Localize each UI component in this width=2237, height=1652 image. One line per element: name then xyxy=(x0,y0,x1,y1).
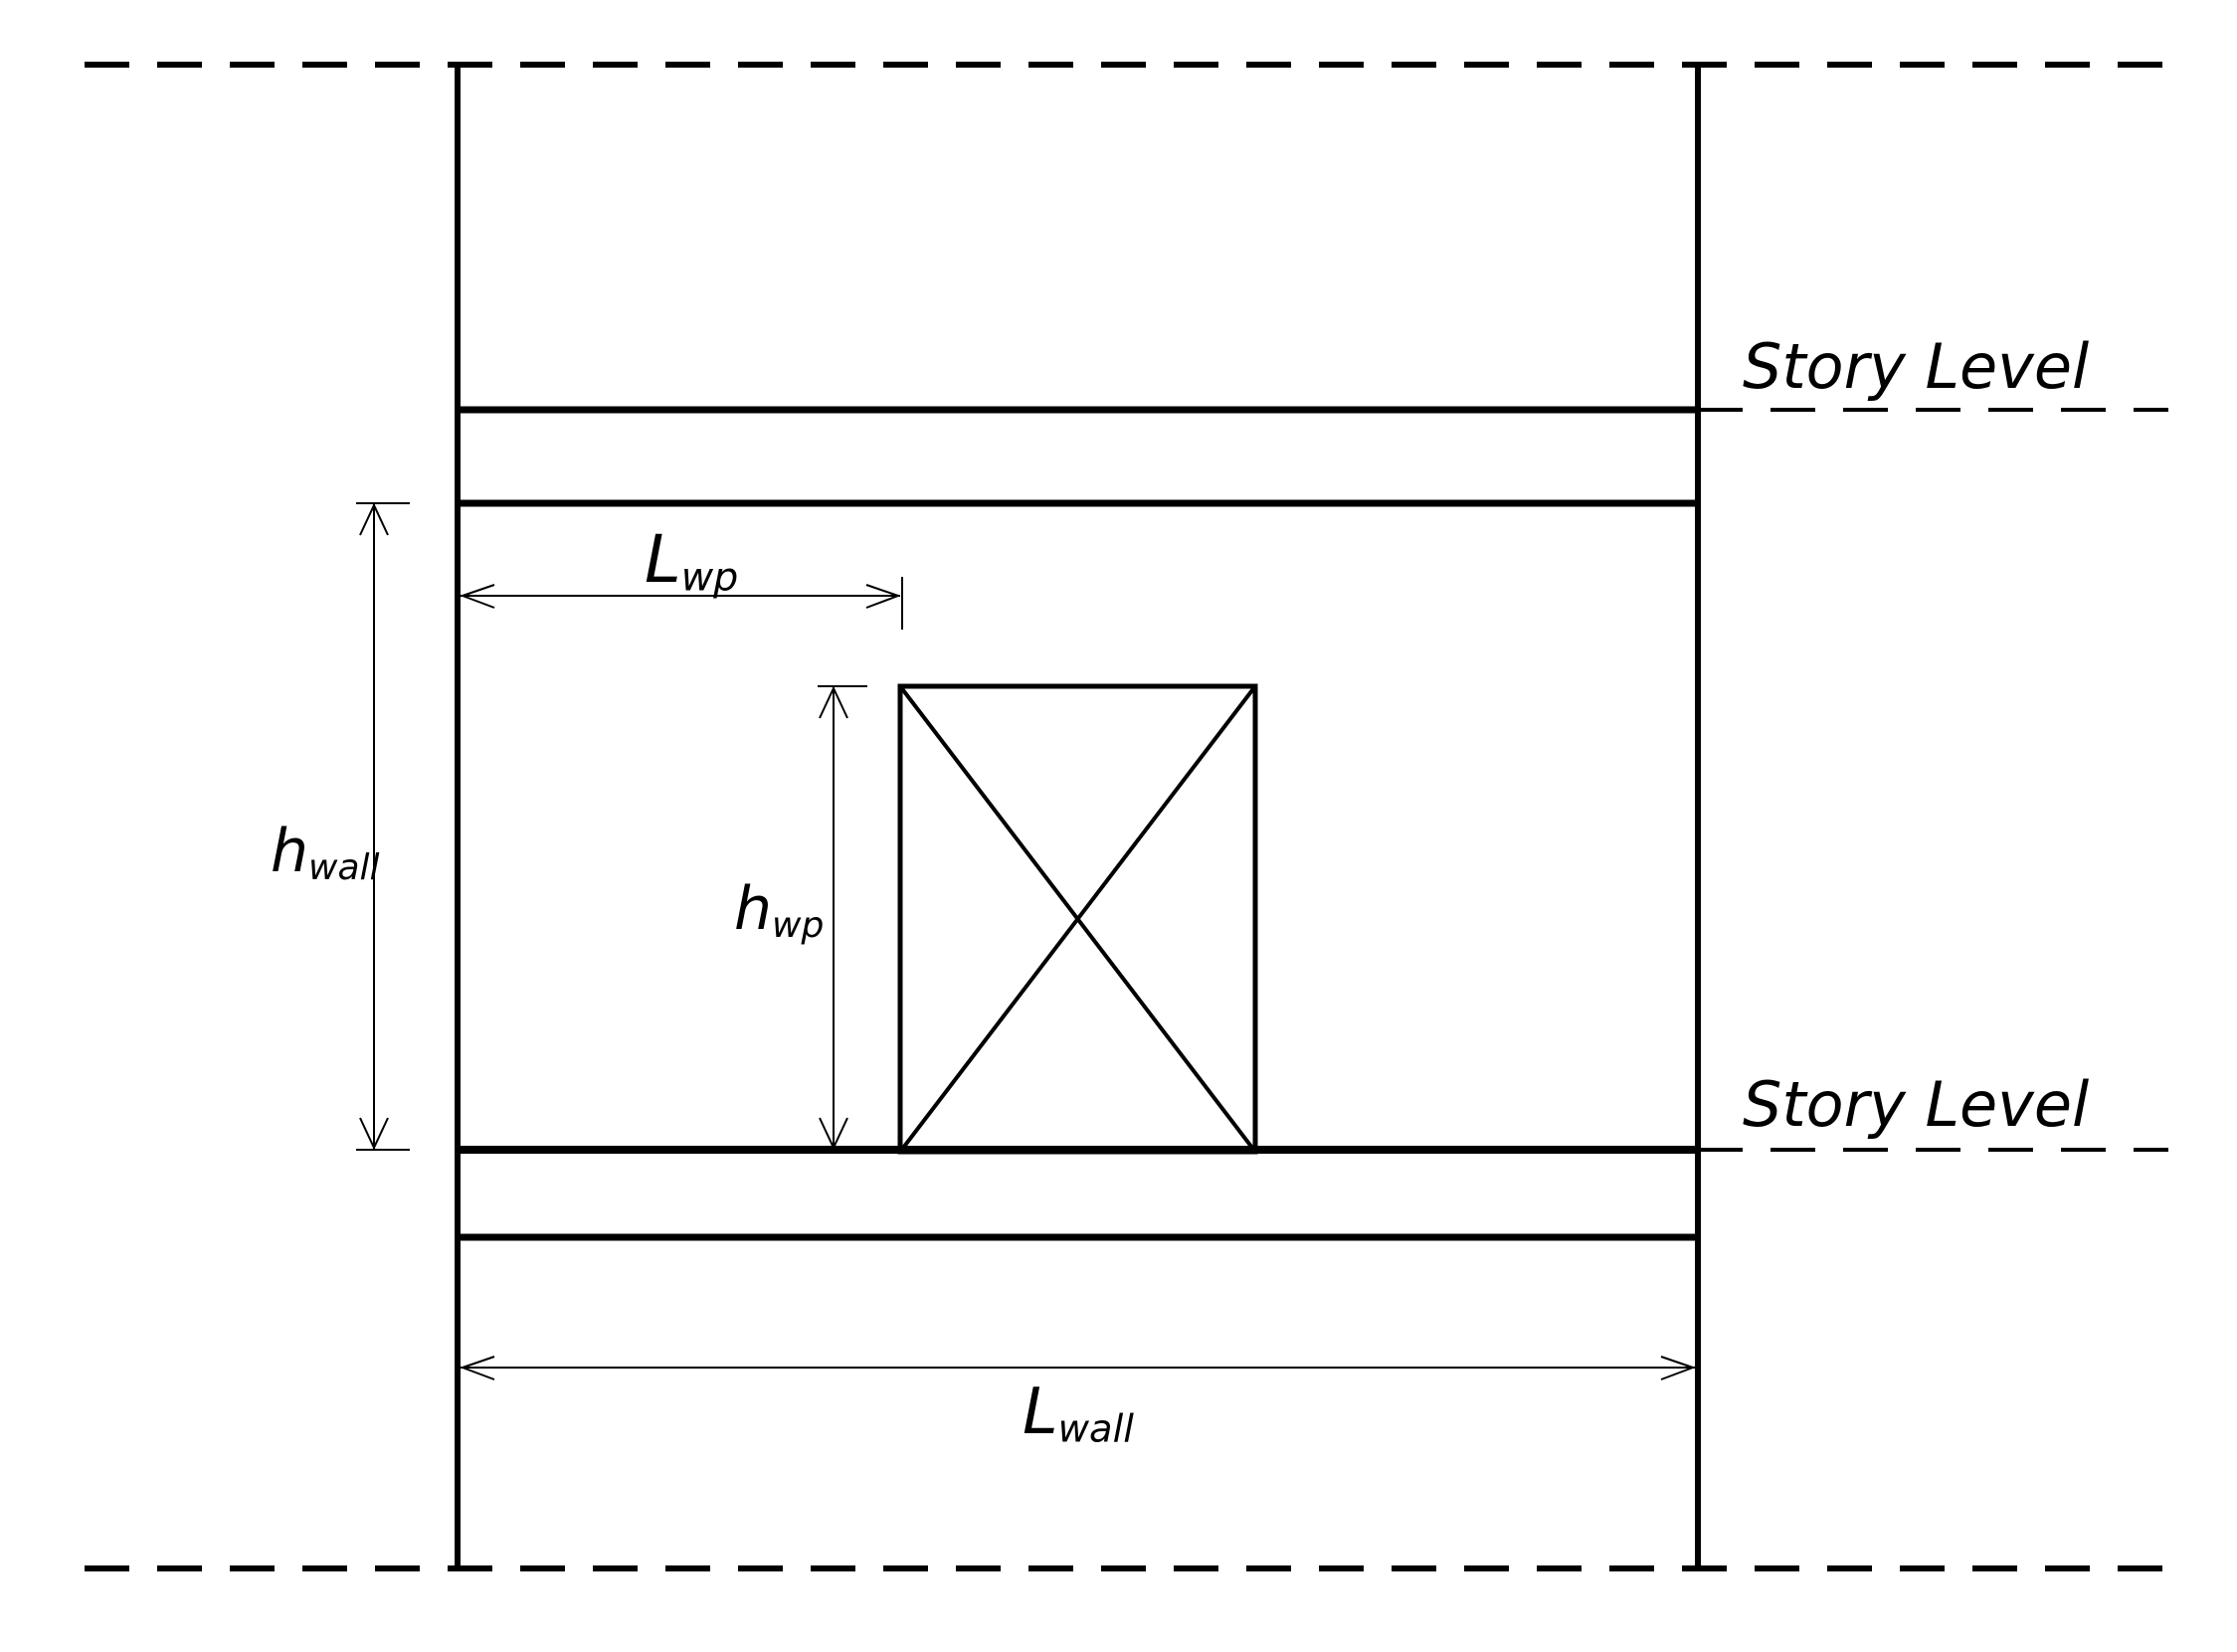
l-wall-label-sub: wall xyxy=(1057,1406,1134,1452)
h-wall-label: hwall xyxy=(271,822,380,886)
h-wall-arrowhead-down xyxy=(359,1117,389,1149)
l-wp-label-main: L xyxy=(645,521,681,598)
l-wp-arrowhead-left xyxy=(462,584,495,609)
l-wall-dimension xyxy=(461,1356,1695,1380)
l-wall-arrowhead-left xyxy=(462,1356,495,1380)
h-wp-label: hwp xyxy=(734,879,824,944)
l-wp-arrowhead-right xyxy=(865,584,899,609)
h-wall-label-sub: wall xyxy=(308,846,380,888)
h-wp-label-sub: wp xyxy=(772,904,825,946)
wall-panel-box xyxy=(897,683,1258,1155)
l-wp-label: Lwp xyxy=(645,527,738,598)
wall-panel-diagonal-up xyxy=(898,684,1257,1154)
l-wp-dimension xyxy=(461,577,903,630)
l-wall-label: Lwall xyxy=(1023,1380,1134,1449)
h-wp-arrowhead-down xyxy=(819,1117,848,1149)
h-wall-label-main: h xyxy=(271,817,309,886)
h-wp-label-main: h xyxy=(734,874,773,944)
h-wall-arrowhead-up xyxy=(359,504,389,536)
h-wall-dimension xyxy=(356,502,410,1151)
l-wp-label-sub: wp xyxy=(680,554,739,601)
l-wall-arrowhead-right xyxy=(1660,1356,1694,1380)
story-level-label-top: Story Level xyxy=(1743,330,2090,403)
l-wall-label-main: L xyxy=(1023,1376,1058,1449)
h-wp-dimension xyxy=(818,685,867,1150)
h-wp-arrowhead-up xyxy=(819,687,848,719)
story-level-label-bottom: Story Level xyxy=(1743,1068,2090,1141)
